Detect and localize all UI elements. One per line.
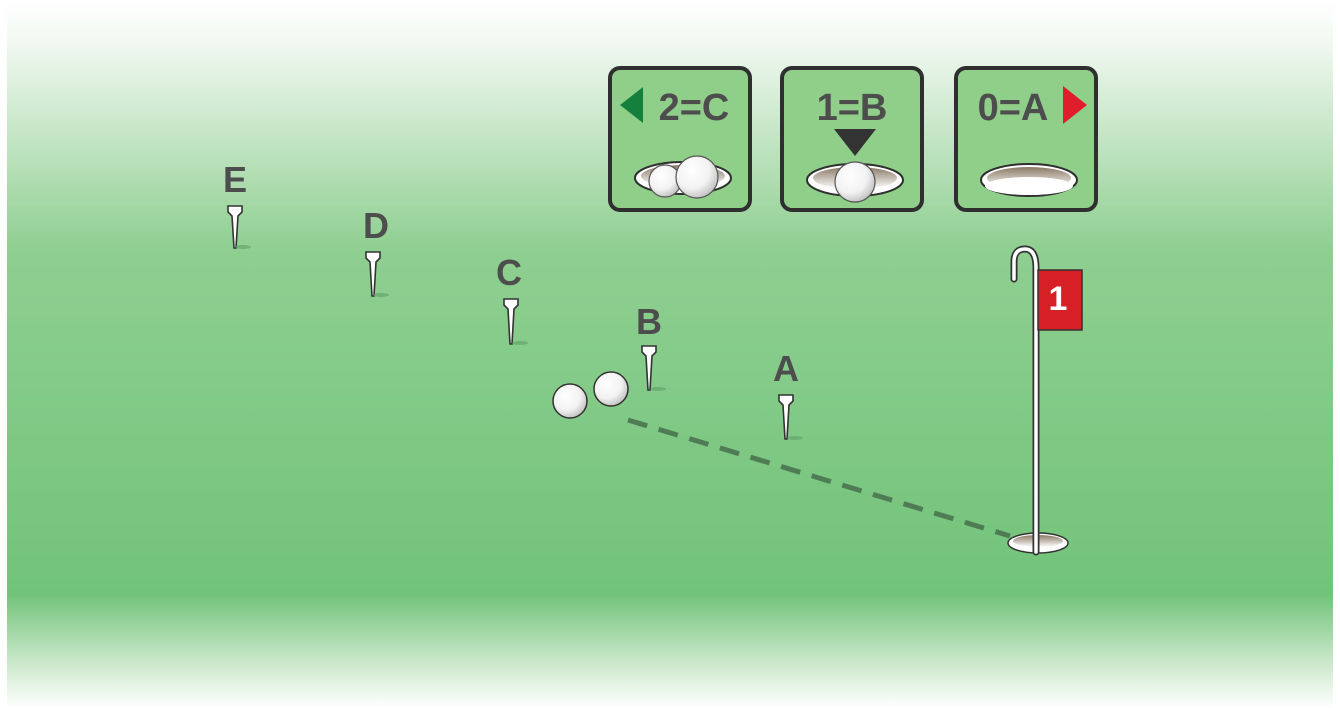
tee-icon	[641, 345, 657, 391]
tee-marker-e: E	[223, 159, 251, 249]
arrow-down-icon	[834, 129, 876, 156]
tee-icon	[778, 394, 794, 440]
golf-ball-icon	[834, 161, 876, 203]
tee-marker-c: C	[496, 252, 528, 345]
tee-shadow-icon	[235, 245, 251, 249]
golf-ball-icon	[593, 371, 629, 407]
cup-rim-icon	[985, 177, 1073, 195]
flag-icon	[1037, 269, 1083, 331]
legend-label-2c: 2=C	[659, 87, 730, 129]
tee-shadow-icon	[787, 436, 803, 440]
tee-label-d: D	[363, 205, 389, 246]
legend-panel-1b: 1=B	[780, 66, 924, 212]
legend-label-0a: 0=A	[978, 87, 1049, 129]
arrow-right-icon	[1063, 86, 1087, 124]
flagstick-highlight-icon	[1012, 247, 1038, 554]
putt-path-line	[627, 417, 1011, 539]
tee-shadow-icon	[373, 293, 389, 297]
tee-marker-b: B	[636, 301, 666, 391]
tee-label-e: E	[223, 159, 247, 200]
tee-marker-a: A	[773, 348, 803, 440]
legend-panel-2c: 2=C	[608, 66, 752, 212]
tee-shadow-icon	[650, 387, 666, 391]
tee-label-b: B	[636, 301, 662, 342]
tee-label-c: C	[496, 252, 522, 293]
golf-ball-icon	[552, 383, 588, 419]
tee-label-a: A	[773, 348, 799, 389]
tee-icon	[227, 205, 243, 249]
legend-panel-0a: 0=A	[954, 66, 1098, 212]
tee-marker-d: D	[363, 205, 389, 297]
legend-label-1b: 1=B	[817, 87, 888, 129]
hole-with-flag: 1	[1007, 245, 1083, 556]
arrow-left-icon	[620, 87, 643, 123]
tee-icon	[503, 298, 519, 345]
golf-ball-icon	[675, 155, 719, 199]
tee-shadow-icon	[512, 341, 528, 345]
flag-number: 1	[1049, 280, 1068, 318]
tee-icon	[365, 251, 381, 297]
